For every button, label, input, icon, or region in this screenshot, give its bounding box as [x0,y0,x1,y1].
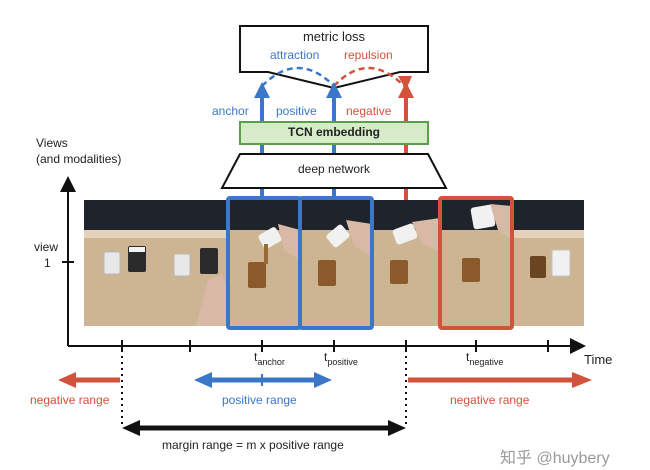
watermark: 知乎 @huybery [500,450,610,467]
time-ticks [121,340,549,352]
frame-6 [440,200,512,326]
t-negative-sub: negative [469,357,504,367]
positive-label: positive [276,104,317,118]
metric-loss-box [239,25,429,90]
negative-frame-highlight [438,196,514,330]
frame-5 [372,200,440,326]
negative-range-left-label: negative range [30,393,110,407]
positive-range-arrow [194,372,332,388]
t-anchor-label: tanchor [254,350,285,367]
deep-network-box [220,153,448,189]
tcn-embedding-box [239,121,429,145]
t-negative-main: t [466,350,470,364]
t-anchor-sub: anchor [257,357,285,367]
t-positive-main: t [324,350,328,364]
margin-range-arrow [122,420,406,436]
repulsion-label: repulsion [344,48,393,62]
deep-network-label: deep network [297,162,371,176]
repulsion-arc [333,66,405,87]
attraction-arc [261,66,335,87]
negative-range-right-arrow [408,372,592,388]
views-label: Views [36,136,68,150]
anchor-frame-highlight [226,196,302,330]
frame-1 [84,200,156,326]
view-label: view [34,240,59,254]
positive-range-label: positive range [222,393,297,407]
time-label: Time [584,352,613,367]
frame-2 [156,200,228,326]
negative-range-right-label: negative range [450,393,530,407]
tcn-embedding-label: TCN embedding [288,125,380,139]
margin-range-label: margin range = m x positive range [162,438,344,452]
metric-loss-label: metric loss [302,29,366,44]
frame-3 [228,200,300,326]
t-anchor-main: t [254,350,258,364]
anchor-label: anchor [212,104,249,118]
t-negative-label: tnegative [466,350,504,367]
frame-4 [300,200,372,326]
view-number-label: 1 [44,256,51,270]
frame-7 [512,200,584,326]
positive-frame-highlight [298,196,374,330]
negative-label: negative [346,104,392,118]
modalities-label: (and modalities) [36,152,122,166]
t-positive-label: tpositive [324,350,358,367]
attraction-label: attraction [270,48,320,62]
negative-range-left-arrow [58,372,120,388]
t-positive-sub: positive [327,357,358,367]
